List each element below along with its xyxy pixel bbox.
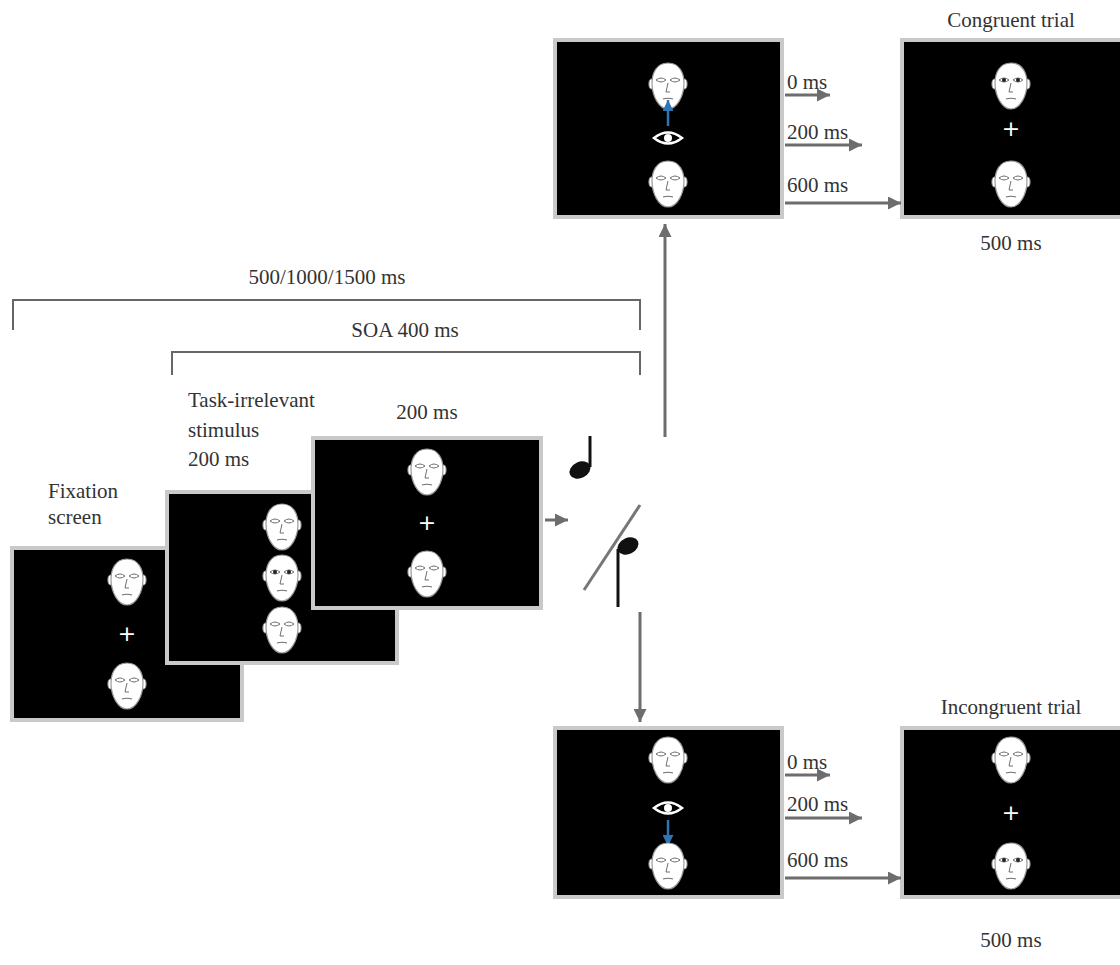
screen bbox=[902, 728, 1120, 897]
gaze-arrow bbox=[667, 100, 670, 126]
screen-label: 200 ms bbox=[787, 792, 848, 816]
screen-node: Incongruent trial+500 ms bbox=[902, 728, 1120, 897]
screen-node: 200 ms+ bbox=[313, 438, 541, 608]
face-icon bbox=[992, 63, 1030, 109]
face-icon bbox=[263, 504, 301, 550]
screen-label: 0 ms bbox=[787, 70, 827, 94]
screen bbox=[902, 40, 1120, 217]
screen-label: Fixation screen bbox=[48, 478, 148, 530]
time-label: 600 ms bbox=[787, 173, 848, 197]
screen-node: 0 ms200 ms bbox=[555, 40, 782, 217]
gaze-arrow bbox=[667, 820, 670, 846]
screen-node: Fixation screen+ bbox=[12, 548, 242, 720]
timing-label: 500/1000/1500 ms bbox=[249, 265, 406, 289]
timing-label: SOA 400 ms bbox=[351, 318, 458, 342]
screen-node: Congruent trial+500 ms bbox=[902, 40, 1120, 217]
face-icon bbox=[992, 843, 1030, 889]
screen-node: Task-irrelevant stimulus200 ms bbox=[167, 492, 397, 663]
fixation-cross: + bbox=[313, 511, 541, 535]
face-icon bbox=[263, 555, 301, 601]
time-arrow bbox=[785, 202, 901, 205]
face-icon bbox=[992, 161, 1030, 207]
time-arrow bbox=[785, 877, 901, 880]
fixation-cross: + bbox=[902, 801, 1120, 825]
screen-label: 500 ms bbox=[902, 231, 1120, 255]
fixation-cross: + bbox=[12, 622, 242, 646]
face-icon bbox=[408, 551, 446, 597]
screen-label: 200 ms bbox=[787, 120, 848, 144]
eye-icon bbox=[654, 133, 682, 144]
screen-label: 200 ms bbox=[188, 447, 249, 471]
screen bbox=[313, 438, 541, 608]
timing-bracket bbox=[172, 352, 640, 375]
timing-bracket bbox=[13, 300, 640, 330]
screen-label: 0 ms bbox=[787, 750, 827, 774]
screen-label: 200 ms bbox=[313, 400, 541, 424]
eye-icon bbox=[654, 803, 682, 814]
face-icon bbox=[263, 607, 301, 653]
screen-label: Congruent trial bbox=[902, 8, 1120, 32]
screen bbox=[555, 728, 782, 897]
fixation-cross: + bbox=[902, 117, 1120, 141]
face-icon bbox=[108, 559, 146, 605]
screen-label: Incongruent trial bbox=[902, 695, 1120, 719]
face-icon bbox=[108, 663, 146, 709]
screen bbox=[555, 40, 782, 217]
face-icon bbox=[992, 737, 1030, 783]
time-arrow bbox=[785, 817, 862, 820]
face-icon bbox=[649, 737, 687, 783]
flow-arrow bbox=[664, 224, 667, 437]
screen-label: Task-irrelevant stimulus bbox=[188, 385, 322, 445]
face-icon bbox=[649, 843, 687, 889]
time-label: 600 ms bbox=[787, 848, 848, 872]
flow-arrow bbox=[545, 519, 568, 522]
screen-node: 0 ms200 ms bbox=[555, 728, 782, 897]
flow-arrow bbox=[639, 612, 642, 722]
note-symbol bbox=[589, 436, 592, 467]
face-icon bbox=[649, 161, 687, 207]
face-icon bbox=[408, 449, 446, 495]
note-symbol bbox=[617, 549, 620, 607]
screen-label: 500 ms bbox=[902, 928, 1120, 952]
